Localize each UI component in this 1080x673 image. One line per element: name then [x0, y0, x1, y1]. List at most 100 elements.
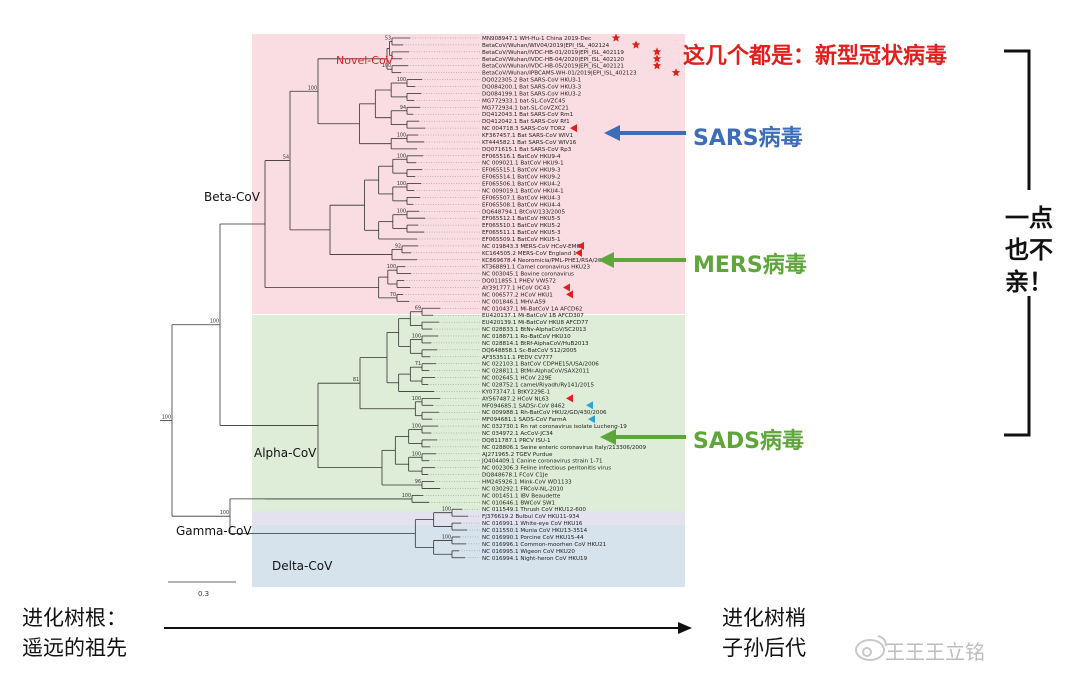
sars-arrow [604, 125, 686, 141]
leaf-label: NC 032730.1 Rn rat coronavirus isolate L… [482, 424, 627, 430]
bootstrap-value: 100 [397, 153, 406, 159]
triangle-marker [575, 248, 582, 257]
leaf-label: BetaCoV/Wuhan/IVDC-HB-05/2019|EPI_ISL_40… [482, 64, 624, 70]
leaf-label: AF353511.1 PEDV CV777 [482, 355, 553, 361]
bootstrap-value: 53 [385, 35, 391, 41]
watermark: 王王王立铭 [885, 640, 985, 664]
delta-cov-label: Delta-CoV [272, 559, 333, 573]
leaf-label: KC164505.2 MERS-CoV England 1 [482, 251, 577, 257]
star-marker [652, 61, 662, 70]
leaf-label: KC869678.4 Neoromicia/PML-PHE1/RSA/2011 [482, 258, 609, 264]
root-label-line-1: 进化树根： [22, 606, 127, 630]
leaf-label: EF065512.1 BatCoV HKU5-5 [482, 216, 561, 222]
leaf-label: AY391777.1 HCoV OC43 [482, 285, 550, 291]
alpha-cov-label: Alpha-CoV [254, 446, 317, 460]
leaf-label: NC 016994.1 Night-heron CoV HKU19 [482, 556, 588, 562]
leaf-label: AY567487.2 HCoV NL63 [482, 396, 549, 402]
mers-arrow [598, 252, 686, 268]
leaf-label: NC 034972.1 AcCoV-JC34 [482, 431, 553, 437]
leaf-label: DQ848678.1 FCoV C1Je [482, 473, 548, 479]
triangle-marker [586, 401, 593, 410]
leaf-label: EF065509.1 BatCoV HKU5-1 [482, 237, 561, 243]
leaf-label: NC 011549.1 Thrush CoV HKU12-600 [482, 507, 586, 513]
triangle-marker [577, 241, 584, 250]
bootstrap-value: 54 [283, 155, 289, 161]
mers-annotation: MERS病毒 [693, 253, 807, 278]
sads-arrow [600, 429, 686, 445]
novel-annotation: 这几个都是：新型冠状病毒 [683, 44, 948, 69]
scale-bar-label: 0.3 [198, 590, 209, 598]
bootstrap-value: 100 [308, 85, 317, 91]
bootstrap-value: 100 [412, 424, 421, 430]
leaf-label: EF065506.1 BatCoV HKU4-2 [482, 182, 561, 188]
star-marker [611, 33, 621, 42]
bootstrap-value: 100 [162, 414, 171, 420]
leaf-label: BetaCoV/Wuhan/IPBCAMS-WH-01/2019|EPI_ISL… [482, 71, 637, 77]
beta-cov-label: Beta-CoV [204, 190, 261, 204]
sads-annotation: SADS病毒 [693, 429, 804, 454]
leaf-label: NC 009019.1 BatCoV HKU4-1 [482, 188, 564, 194]
leaf-label: NC 016990.1 Porcine CoV HKU15-44 [482, 535, 584, 541]
side-text-line-3: 亲！ [1005, 268, 1053, 296]
star-marker [652, 47, 662, 56]
side-text-line-2: 也不 [1005, 236, 1053, 264]
leaf-label: DQ084200.1 Bat SARS-CoV HKU3-3 [482, 85, 582, 91]
leaf-label: NC 001451.1 IBV Beaudette [482, 493, 561, 499]
leaf-label: KT444582.1 Bat SARS-CoV WIV16 [482, 140, 577, 146]
novel-cov-label: Novel-CoV [336, 54, 394, 67]
triangle-marker [566, 290, 573, 299]
triangle-marker [588, 415, 595, 424]
bootstrap-value: 100 [220, 510, 229, 516]
leaf-label: NC 011550.1 Munia CoV HKU13-3514 [482, 528, 588, 534]
leaf-label: MG772934.1 bat-SL-CoVZXC21 [482, 105, 569, 111]
leaf-label: NC 009021.1 BatCoV HKU9-1 [482, 161, 564, 167]
leaf-label: BetaCoV/Wuhan/IVDC-HB-01/2019|EPI_ISL_40… [482, 50, 624, 56]
bootstrap-value: 100 [442, 507, 451, 513]
leaf-label: DQ648794.1 BtCoV/133/2005 [482, 209, 565, 215]
leaf-label: EF065507.1 BatCoV HKU4-3 [482, 195, 561, 201]
leaf-label: BetaCoV/Wuhan/WIV04/2019|EPI_ISL_402124 [482, 43, 610, 49]
delta-cov-region [252, 525, 685, 587]
leaf-label: MN908947.1 WH-Hu-1 China 2019-Dec [482, 36, 591, 42]
leaf-label: NC 003045.1 Bovine coronavirus [482, 272, 574, 278]
leaf-label: NC 022103.1 BatCoV CDPHE15/USA/2006 [482, 362, 599, 368]
leaf-label: MF094685.1 SADSr-CoV 8462 [482, 403, 565, 409]
gamma-cov-label: Gamma-CoV [176, 524, 252, 538]
bootstrap-value: 100 [442, 534, 451, 540]
leaf-label: NC 001846.1 MHV-A59 [482, 299, 546, 305]
side-text-line-1: 一点 [1005, 204, 1053, 232]
right-bracket [1004, 49, 1031, 437]
gamma-cov-region [252, 511, 685, 525]
tree-branches [160, 37, 468, 559]
leaf-labels: MN908947.1 WH-Hu-1 China 2019-DecBetaCoV… [481, 36, 647, 562]
leaf-label: BetaCoV/Wuhan/IVDC-HB-04/2020|EPI_ISL_40… [482, 57, 624, 63]
leaf-label: DQ071615.1 Bat SARS-CoV Rp3 [482, 147, 572, 153]
leaf-label: DQ022305.2 Bat SARS-CoV HKU3-1 [482, 78, 582, 84]
root-label-line-2: 遥远的祖先 [22, 636, 127, 660]
triangle-marker [566, 394, 573, 403]
bootstrap-value: 100 [412, 451, 421, 457]
leaf-label: NC 016996.1 Common-moorhen CoV HKU21 [482, 542, 607, 548]
bootstrap-value: 100 [402, 493, 411, 499]
bootstrap-value: 100 [397, 209, 406, 215]
bootstrap-value: 100 [382, 63, 391, 69]
leaf-label: KF367457.1 Bat SARS-CoV WIV1 [482, 133, 573, 139]
leaf-label: NC 016991.1 White-eye CoV HKU16 [482, 521, 583, 527]
leaf-label: EF065516.1 BatCoV HKU9-4 [482, 154, 561, 160]
bootstrap-value: 81 [353, 377, 359, 383]
leaf-label: NC 018871.1 Ro-BatCoV HKU10 [482, 334, 571, 340]
leaf-label: NC 019843.3 MERS-CoV HCoV-EMC [482, 244, 580, 250]
weibo-logo [855, 635, 887, 661]
bootstrap-labels: 5310010094100100100100921007010054691007… [162, 35, 451, 540]
leaf-label: EF065510.1 BatCoV HKU5-2 [482, 223, 561, 229]
leaf-label: DQ011855.1 PHEV VW572 [482, 279, 556, 285]
bootstrap-value: 94 [400, 105, 406, 111]
leaf-label: JQ404409.1 Canine coronavirus strain 1-7… [481, 459, 603, 465]
triangle-marker [570, 124, 577, 133]
leaf-label: NC 028811.1 BtMr-AlphaCoV/SAX2011 [482, 369, 590, 375]
leaf-label: DQ084199.1 Bat SARS-CoV HKU3-2 [482, 91, 581, 97]
leaf-label: DQ412043.1 Bat SARS-CoV Rm1 [482, 112, 574, 118]
leaf-label: MF094681.1 SADS-CoV FarmA [482, 417, 567, 423]
bootstrap-value: 100 [397, 77, 406, 83]
triangle-marker [563, 283, 570, 292]
